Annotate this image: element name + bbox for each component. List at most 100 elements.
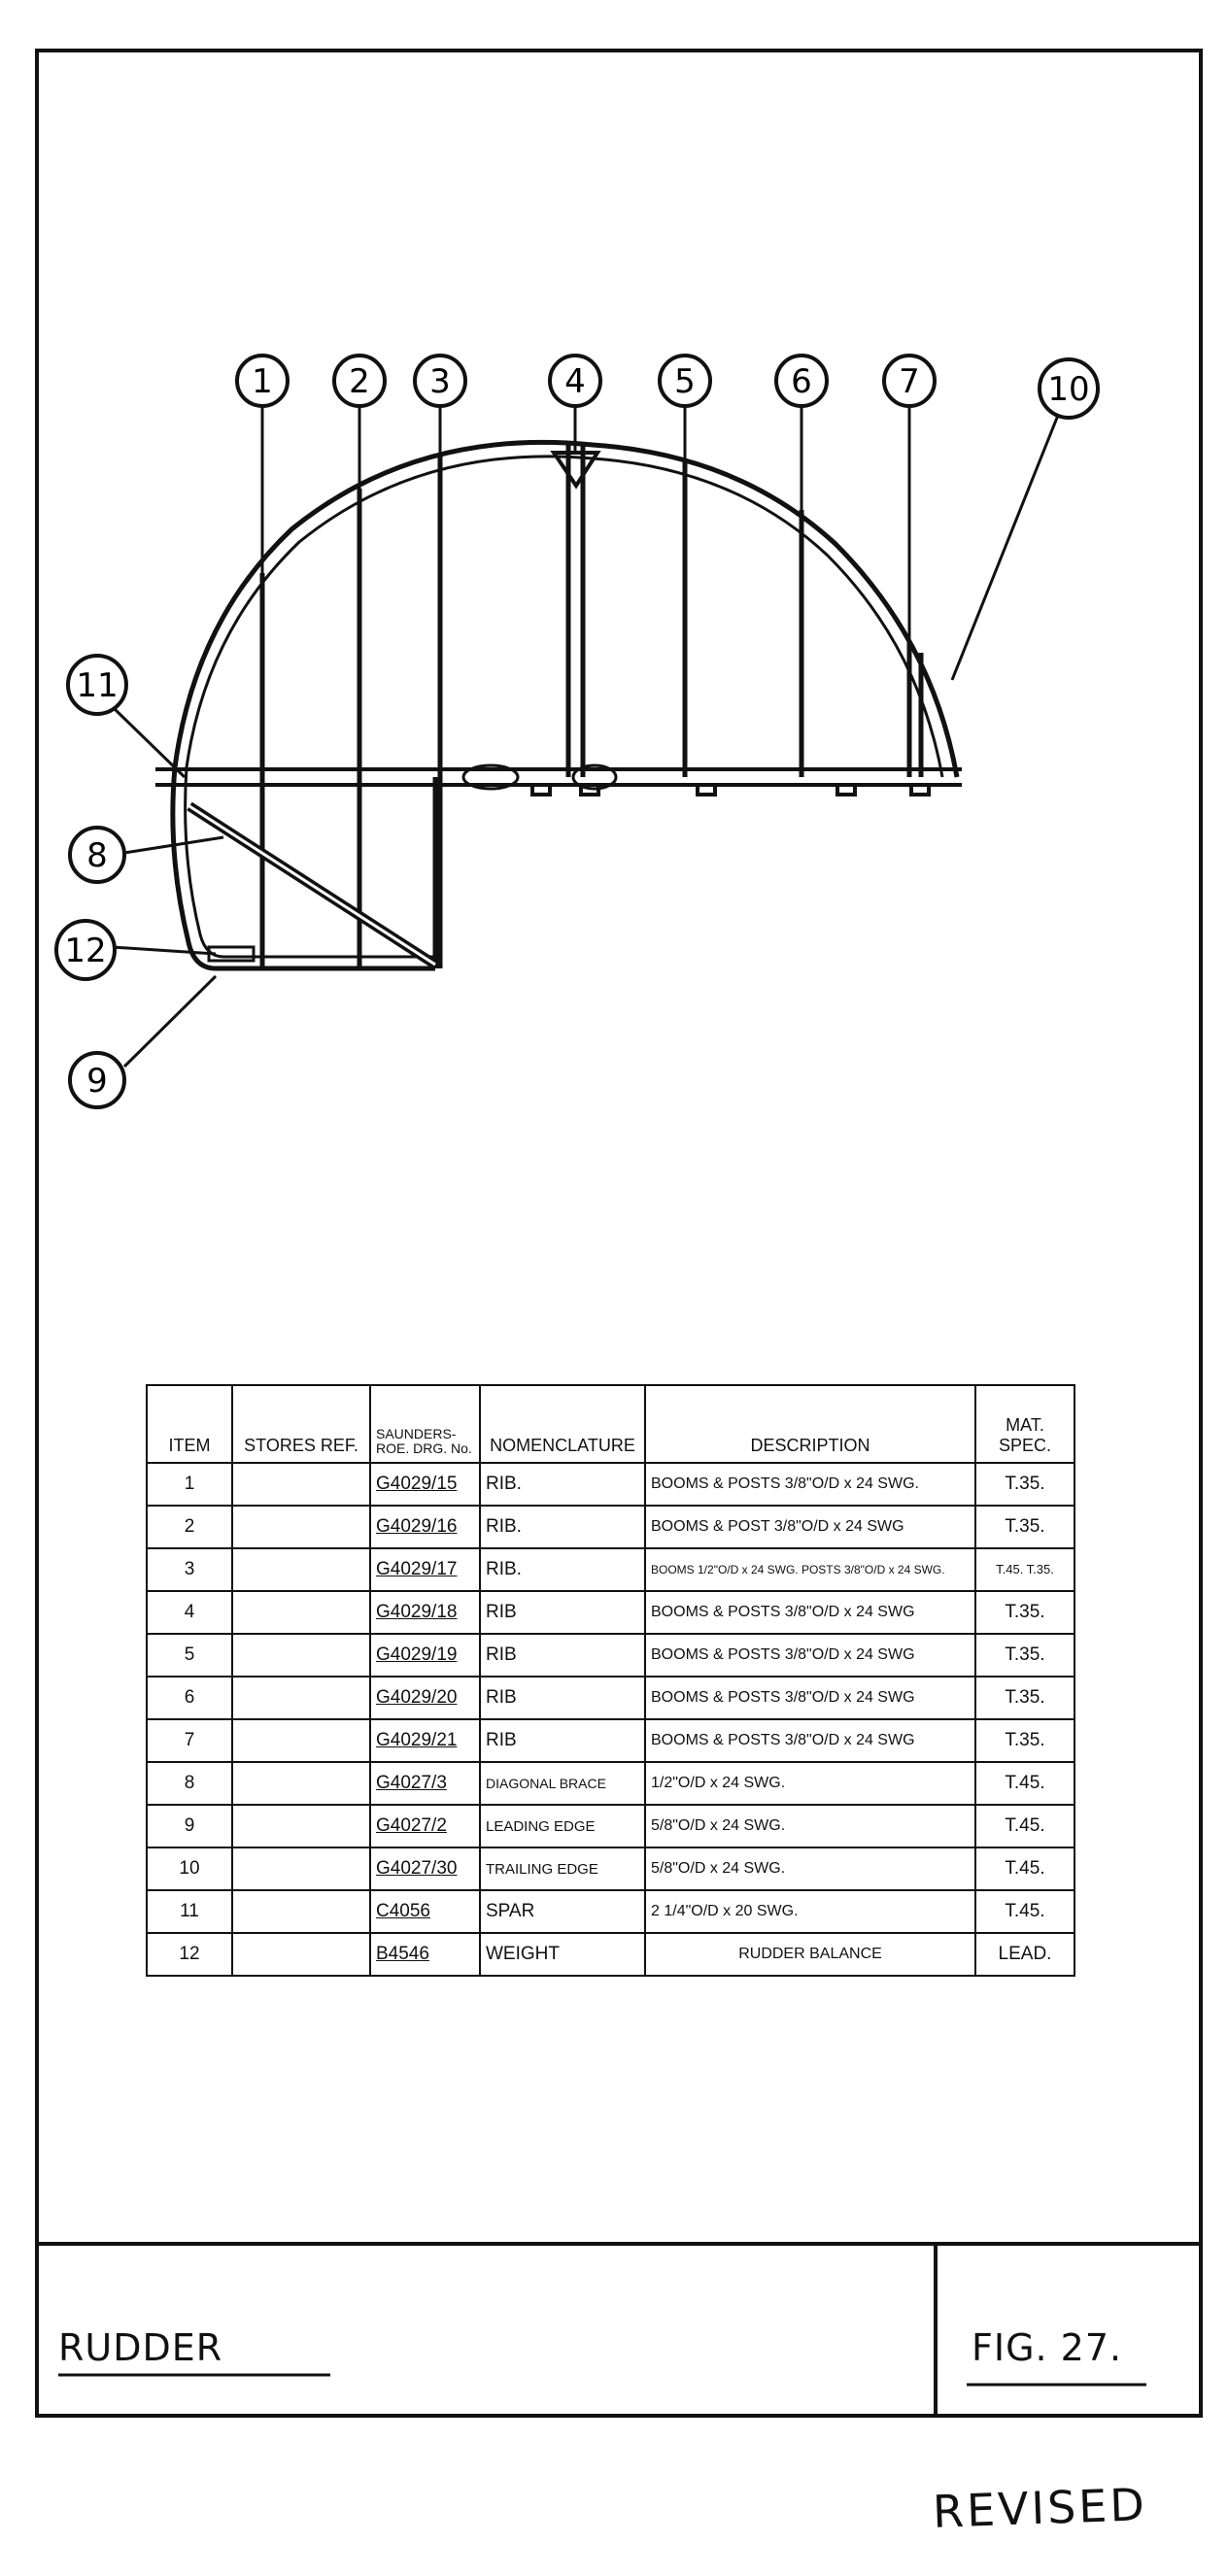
cell-nomenclature: RIB. (479, 1505, 646, 1549)
cell-nomenclature: RIB (479, 1633, 646, 1678)
cell-mat-spec: T.45. (974, 1804, 1075, 1848)
cell-stores-ref (231, 1804, 371, 1848)
figure-number: FIG. 27. (972, 2326, 1123, 2369)
balloon-7: 7 (882, 354, 937, 408)
header-nomenclature: NOMENCLATURE (479, 1384, 646, 1464)
cell-stores-ref (231, 1932, 371, 1977)
cell-mat-spec: T.35. (974, 1462, 1075, 1507)
cell-nomenclature: RIB. (479, 1462, 646, 1507)
rudder-drawing (155, 439, 962, 971)
cell-nomenclature: RIB (479, 1590, 646, 1635)
cell-description: BOOMS & POSTS 3/8"O/D x 24 SWG (644, 1590, 976, 1635)
cell-description: 5/8"O/D x 24 SWG. (644, 1804, 976, 1848)
spar-hinge-brackets (530, 783, 931, 797)
table-row: 1 G4029/15 RIB. BOOMS & POSTS 3/8"O/D x … (146, 1462, 1075, 1507)
cell-stores-ref (231, 1761, 371, 1806)
svg-text:4: 4 (564, 362, 586, 401)
cell-stores-ref (231, 1633, 371, 1678)
sheet-border (35, 49, 1203, 2418)
cell-nomenclature: RIB. (479, 1547, 646, 1592)
header-drg-no: SAUNDERS-ROE. DRG. No. (369, 1384, 481, 1464)
cell-description: BOOMS & POSTS 3/8"O/D x 24 SWG (644, 1676, 976, 1720)
cell-mat-spec: T.45. (974, 1847, 1075, 1891)
cell-nomenclature: LEADING EDGE (479, 1804, 646, 1848)
svg-text:6: 6 (791, 362, 812, 401)
spar-fitting-left (461, 763, 520, 791)
parts-table-header-row: ITEM STORES REF. SAUNDERS-ROE. DRG. No. … (146, 1384, 1075, 1464)
cell-stores-ref (231, 1676, 371, 1720)
balloon-3: 3 (413, 354, 467, 408)
balloon-9: 9 (68, 1051, 126, 1109)
cell-item: 4 (146, 1590, 233, 1635)
svg-text:1: 1 (252, 362, 273, 401)
cell-drg-no: G4029/20 (369, 1676, 481, 1720)
cell-mat-spec: T.45. T.35. (974, 1547, 1075, 1592)
cell-stores-ref (231, 1547, 371, 1592)
cell-drg-no: G4029/17 (369, 1547, 481, 1592)
cell-drg-no: G4029/18 (369, 1590, 481, 1635)
cell-stores-ref (231, 1590, 371, 1635)
cell-mat-spec: LEAD. (974, 1932, 1075, 1977)
parts-list-table: ITEM STORES REF. SAUNDERS-ROE. DRG. No. … (146, 1384, 1075, 1977)
header-description: DESCRIPTION (644, 1384, 976, 1464)
cell-description: BOOMS & POSTS 3/8"O/D x 24 SWG (644, 1718, 976, 1763)
cell-nomenclature: WEIGHT (479, 1932, 646, 1977)
cell-drg-no: C4056 (369, 1889, 481, 1934)
cell-drg-no: G4029/19 (369, 1633, 481, 1678)
table-row: 6 G4029/20 RIB BOOMS & POSTS 3/8"O/D x 2… (146, 1676, 1075, 1720)
svg-text:10: 10 (1047, 370, 1089, 409)
cell-description: BOOMS & POSTS 3/8"O/D x 24 SWG (644, 1633, 976, 1678)
cell-nomenclature: SPAR (479, 1889, 646, 1934)
header-mat-spec: MAT. SPEC. (974, 1384, 1075, 1464)
cell-description: 1/2"O/D x 24 SWG. (644, 1761, 976, 1806)
table-row: 8 G4027/3 DIAGONAL BRACE 1/2"O/D x 24 SW… (146, 1761, 1075, 1806)
balloon-8: 8 (68, 826, 126, 884)
table-row: 4 G4029/18 RIB BOOMS & POSTS 3/8"O/D x 2… (146, 1590, 1075, 1635)
cell-drg-no: G4027/3 (369, 1761, 481, 1806)
balloon-10: 10 (1038, 357, 1100, 420)
cell-stores-ref (231, 1462, 371, 1507)
cell-item: 6 (146, 1676, 233, 1720)
balloon-11: 11 (66, 654, 128, 716)
header-stores-ref: STORES REF. (231, 1384, 371, 1464)
cell-drg-no: G4029/21 (369, 1718, 481, 1763)
svg-text:8: 8 (86, 836, 108, 875)
table-row: 10 G4027/30 TRAILING EDGE 5/8"O/D x 24 S… (146, 1847, 1075, 1891)
cell-description: 2 1/4"O/D x 20 SWG. (644, 1889, 976, 1934)
svg-text:5: 5 (674, 362, 696, 401)
cell-mat-spec: T.35. (974, 1676, 1075, 1720)
cell-item: 7 (146, 1718, 233, 1763)
balloon-6: 6 (774, 354, 829, 408)
cell-drg-no: G4027/30 (369, 1847, 481, 1891)
balloon-5: 5 (658, 354, 712, 408)
table-row: 7 G4029/21 RIB BOOMS & POSTS 3/8"O/D x 2… (146, 1718, 1075, 1763)
balloon-12: 12 (54, 919, 117, 981)
svg-text:2: 2 (349, 362, 370, 401)
drawing-title: RUDDER (58, 2326, 223, 2369)
table-row: 11 C4056 SPAR 2 1/4"O/D x 20 SWG. T.45. (146, 1889, 1075, 1934)
cell-item: 9 (146, 1804, 233, 1848)
cell-description: 5/8"O/D x 24 SWG. (644, 1847, 976, 1891)
ribs (259, 445, 924, 968)
table-row: 12 B4546 WEIGHT RUDDER BALANCE LEAD. (146, 1932, 1075, 1977)
cell-stores-ref (231, 1889, 371, 1934)
cell-nomenclature: RIB (479, 1718, 646, 1763)
cell-item: 12 (146, 1932, 233, 1977)
cell-mat-spec: T.35. (974, 1505, 1075, 1549)
cell-item: 5 (146, 1633, 233, 1678)
cell-item: 10 (146, 1847, 233, 1891)
cell-mat-spec: T.35. (974, 1718, 1075, 1763)
rudder-outline-inner (184, 455, 944, 959)
cell-mat-spec: T.45. (974, 1761, 1075, 1806)
cell-nomenclature: TRAILING EDGE (479, 1847, 646, 1891)
cell-description: BOOMS & POSTS 3/8"O/D x 24 SWG. (644, 1462, 976, 1507)
cell-stores-ref (231, 1847, 371, 1891)
balloon-2: 2 (332, 354, 387, 408)
diagonal-brace-core (188, 804, 436, 966)
cell-description: BOOMS & POST 3/8"O/D x 24 SWG (644, 1505, 976, 1549)
cell-item: 11 (146, 1889, 233, 1934)
table-row: 3 G4029/17 RIB. BOOMS 1/2"O/D x 24 SWG. … (146, 1547, 1075, 1592)
spar-fitting-right (571, 763, 618, 791)
leader-lines (111, 398, 1061, 1068)
